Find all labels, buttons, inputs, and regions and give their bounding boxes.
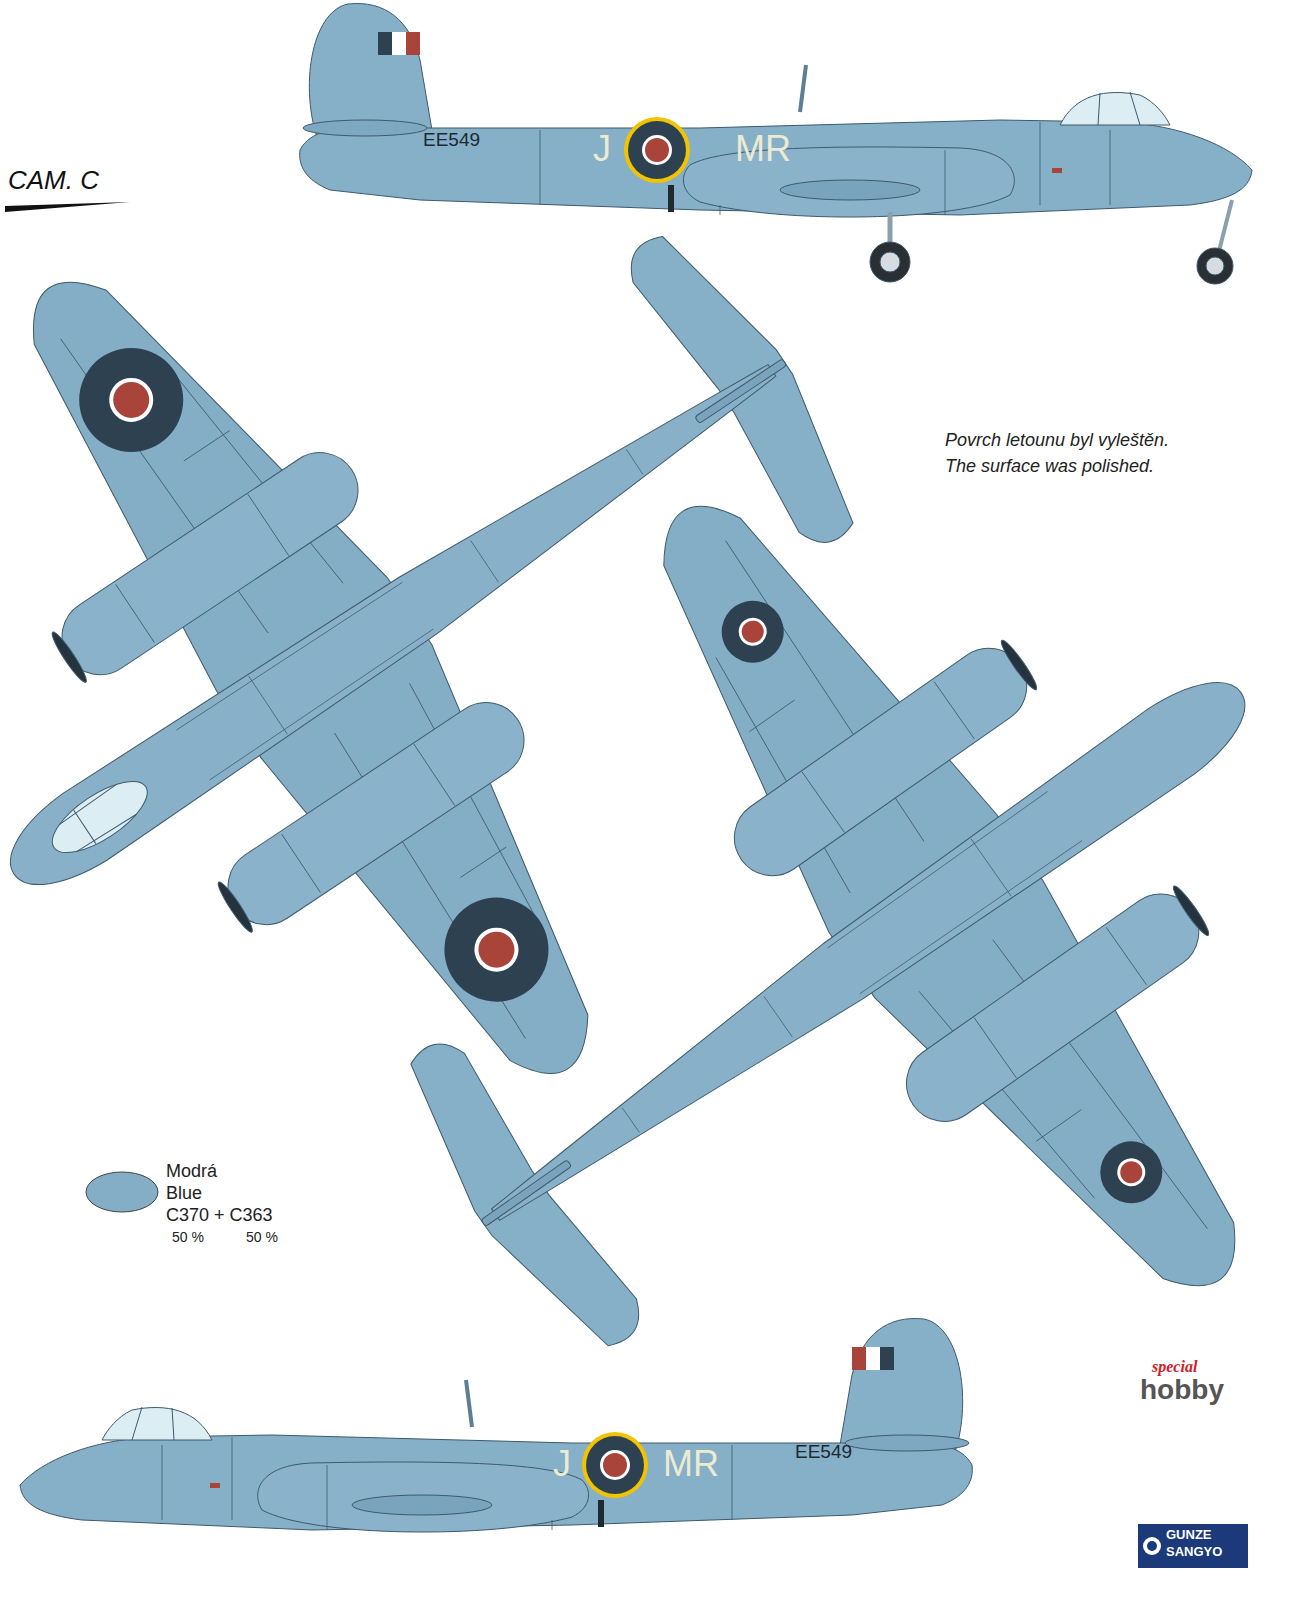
legend-swatch [84,1170,160,1214]
code-letter: MR [735,128,791,169]
code-letter: J [553,1443,571,1484]
brand-logo-text: hobby [1140,1374,1224,1406]
paint-ratio: 50 % [172,1229,204,1245]
serial-number: EE549 [795,1441,852,1463]
code-letter: MR [663,1443,719,1484]
paint-code: C370 + C363 [166,1205,273,1226]
sheet-title: CAM. C [8,166,99,196]
brand-logo-text: GUNZE [1166,1528,1212,1543]
legend-swatch [86,1172,158,1212]
note-text: The surface was polished. [945,456,1154,477]
code-letter: J [593,128,611,169]
legend-text: Blue [166,1183,202,1204]
note-text: Povrch letounu byl vyleštěn. [945,430,1169,451]
brand-logo-text: SANGYO [1166,1545,1222,1560]
paint-ratio: 50 % [246,1229,278,1245]
legend-text: Modrá [166,1161,217,1182]
serial-number: EE549 [423,129,480,151]
brand-logo-text: special [1152,1358,1197,1376]
